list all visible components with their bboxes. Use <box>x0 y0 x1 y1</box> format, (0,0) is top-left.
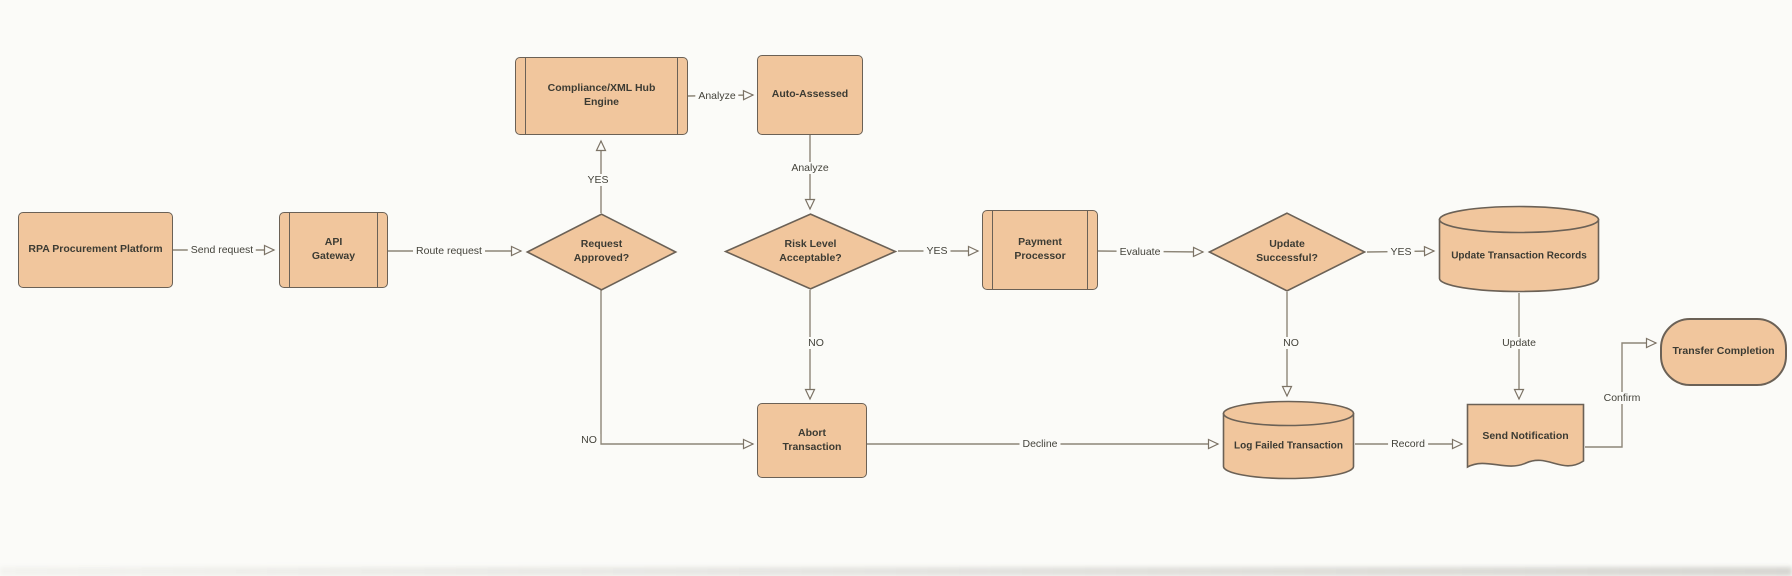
edge-label-send-request: Send request <box>187 244 257 256</box>
edge-label-yes-approved: YES <box>584 174 612 186</box>
diamond-shape <box>525 213 678 291</box>
edge-label-analyze-top: Analyze <box>695 90 739 102</box>
node-auto-assessed: Auto-Assessed <box>757 55 863 135</box>
node-compliance-xml-hub-engine: Compliance/XML Hub Engine <box>515 57 688 135</box>
diamond-shape <box>1207 212 1367 292</box>
scan-artifact <box>0 567 1792 576</box>
node-label: Send Notification <box>1482 430 1569 443</box>
node-label: Abort Transaction <box>782 426 842 453</box>
edge-label-route-request: Route request <box>413 245 485 257</box>
edge-label-yes-risk: YES <box>923 245 951 257</box>
node-abort-transaction: Abort Transaction <box>757 403 867 478</box>
node-payment-processor: Payment Processor <box>982 210 1098 290</box>
cylinder-shape <box>1438 205 1600 293</box>
node-rpa-procurement-platform: RPA Procurement Platform <box>18 212 173 288</box>
node-api-gateway: API Gateway <box>279 212 388 288</box>
node-label: Compliance/XML Hub Engine <box>547 82 656 108</box>
node-label: Log Failed Transaction <box>1234 440 1343 452</box>
node-label: Risk Level Acceptable? <box>779 237 842 264</box>
node-label: Transfer Completion <box>1672 345 1775 358</box>
edge-label-confirm: Confirm <box>1600 392 1644 404</box>
node-request-approved: Request Approved? <box>525 213 678 291</box>
node-label: Request Approved? <box>573 238 630 264</box>
diamond-shape <box>723 213 898 290</box>
edge-label-decline: Decline <box>1019 438 1061 450</box>
edge-label-no-approved: NO <box>578 434 600 446</box>
edge-label-yes-update: YES <box>1387 246 1415 258</box>
edge-label-no-risk: NO <box>805 337 827 349</box>
edge-label-update: Update <box>1499 337 1539 349</box>
cylinder-shape <box>1222 400 1355 480</box>
edge-no-approved <box>600 290 755 450</box>
node-label: RPA Procurement Platform <box>28 243 163 256</box>
node-transfer-completion: Transfer Completion <box>1660 318 1787 386</box>
document-shape <box>1466 403 1585 477</box>
node-label: Update Transaction Records <box>1451 250 1587 262</box>
edge-label-no-update: NO <box>1280 337 1302 349</box>
node-label: API Gateway <box>311 236 356 262</box>
edge-label-record: Record <box>1388 438 1428 450</box>
node-update-successful: Update Successful? <box>1207 212 1367 292</box>
node-risk-level-acceptable: Risk Level Acceptable? <box>723 213 898 290</box>
edge-label-evaluate: Evaluate <box>1116 246 1164 258</box>
node-send-notification: Send Notification <box>1466 403 1585 477</box>
node-label: Payment Processor <box>1014 236 1066 262</box>
node-label: Update Successful? <box>1256 238 1318 264</box>
node-log-failed-transaction: Log Failed Transaction <box>1222 400 1355 480</box>
node-update-transaction-records: Update Transaction Records <box>1438 205 1600 293</box>
edge-label-analyze-down: Analyze <box>788 162 832 174</box>
node-label: Auto-Assessed <box>771 88 849 101</box>
